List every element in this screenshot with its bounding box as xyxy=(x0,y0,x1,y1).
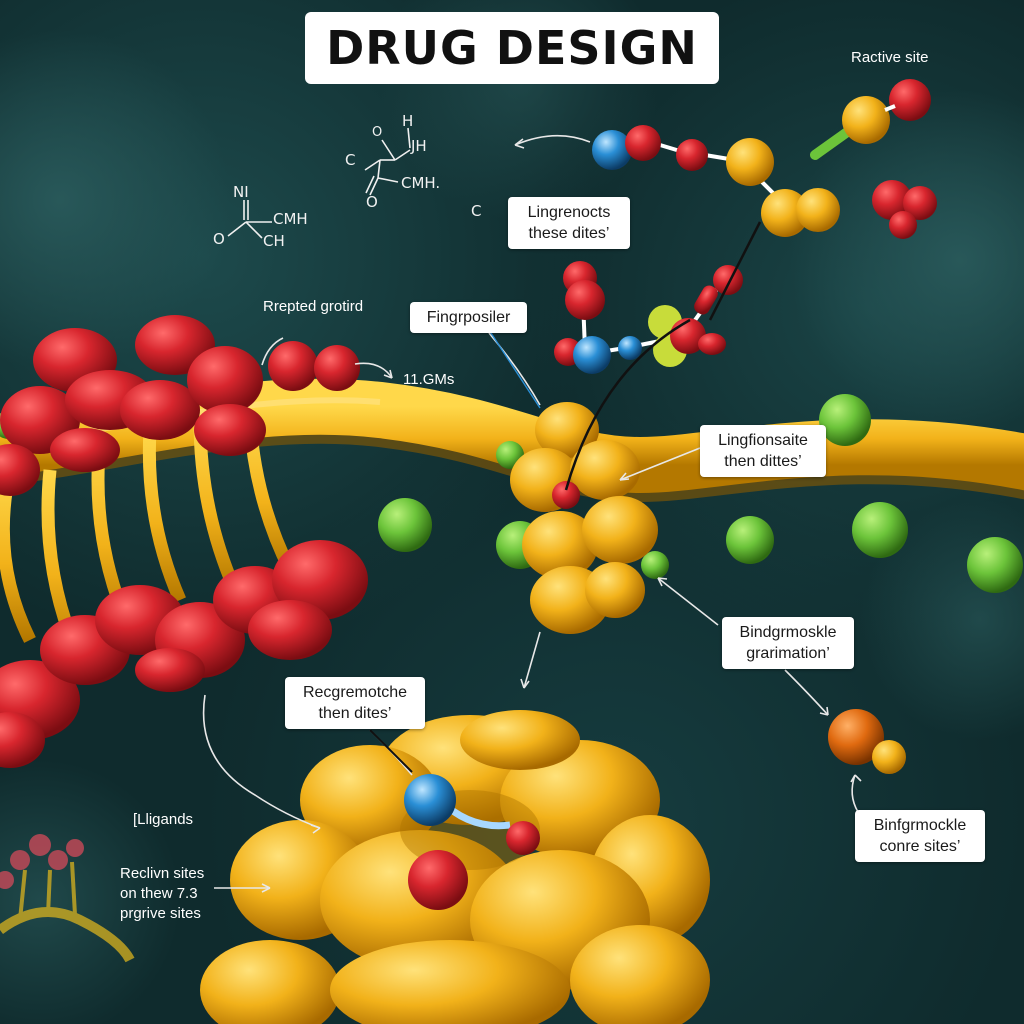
bound-red-atom xyxy=(552,481,580,509)
orange-molecule xyxy=(828,709,906,774)
callout-center-line-2: then dites’ xyxy=(318,705,392,722)
central-binding-cluster xyxy=(510,402,658,634)
reactive-sites-line-3: prgrive sites xyxy=(120,905,201,922)
title-banner: DRUG DESIGN xyxy=(305,12,719,84)
callout-box-fingerprint: Fingrposiler xyxy=(410,302,527,333)
chem-structure-b xyxy=(364,127,411,196)
fingerprint-label: Fingrposiler xyxy=(426,309,511,326)
reactive-sites-label: Reclivn sites on thew 7.3 prgrive sites xyxy=(120,864,204,924)
red-protein-upper xyxy=(0,315,266,496)
red-dimer xyxy=(268,341,360,391)
callout-right3-line-1: Binfgrmockle xyxy=(873,817,967,834)
mass-label: 11.GMs xyxy=(403,371,455,388)
middle-molecule xyxy=(554,261,743,374)
chem-c-label: C xyxy=(471,202,482,220)
callout-top-line-2: these dites’ xyxy=(528,225,610,242)
chem-a-ch: CH xyxy=(263,232,285,250)
large-yellow-protein xyxy=(200,710,710,1024)
red-cluster-right xyxy=(872,180,937,239)
chem-structure-a xyxy=(227,200,272,239)
chem-b-jh: JH xyxy=(411,137,427,155)
callout-right3-line-2: conre sites’ xyxy=(879,838,961,855)
callout-box-right-2: Bindgrmoskle grarimation’ xyxy=(722,617,854,669)
callout-right2-line-1: Bindgrmoskle xyxy=(739,624,837,641)
ligands-label: [Lligands xyxy=(133,811,194,828)
pocket-ligand xyxy=(404,774,540,910)
callout-right1-line-2: then dittes’ xyxy=(724,453,802,470)
callout-box-center: Recgremotche then dites’ xyxy=(285,677,425,729)
top-molecule xyxy=(592,125,840,237)
callout-box-top: Lingrenocts these dites’ xyxy=(508,197,630,249)
repted-label: Rrepted grotird xyxy=(263,298,364,315)
chem-b-h: H xyxy=(402,112,414,130)
page-title: DRUG DESIGN xyxy=(326,21,698,75)
chem-a-ni: NI xyxy=(233,183,249,201)
reactive-site-label: Ractive site xyxy=(851,49,929,66)
red-protein-lower xyxy=(0,540,368,768)
chem-a-cmh: CMH xyxy=(273,210,308,228)
chem-b-c: C xyxy=(345,151,356,169)
callout-right2-line-2: grarimation’ xyxy=(746,645,830,662)
distant-protein xyxy=(0,834,135,963)
callout-box-right-3: Binfgrmockle conre sites’ xyxy=(855,810,985,862)
reactive-site-molecule xyxy=(810,79,931,160)
callout-right1-line-1: Lingfionsaite xyxy=(718,432,808,449)
pocket-pointer xyxy=(369,729,413,773)
callout-center-line-1: Recgremotche xyxy=(302,684,408,701)
leader-lines xyxy=(202,134,862,893)
callout-box-right-1: Lingfionsaite then dittes’ xyxy=(700,425,826,477)
fingerprint-pointer xyxy=(488,329,541,409)
chem-a-o: O xyxy=(213,230,225,248)
chem-b-cmh: CMH. xyxy=(401,174,441,192)
tether-line-center xyxy=(564,318,691,491)
reactive-sites-line-1: Reclivn sites xyxy=(120,865,205,882)
callout-top-line-1: Lingrenocts xyxy=(527,204,611,221)
chem-b-o: O xyxy=(372,125,383,140)
tether-line-top xyxy=(708,221,762,321)
reactive-sites-line-2: on thew 7.3 xyxy=(120,885,198,902)
chem-b-o2: O xyxy=(366,193,378,211)
